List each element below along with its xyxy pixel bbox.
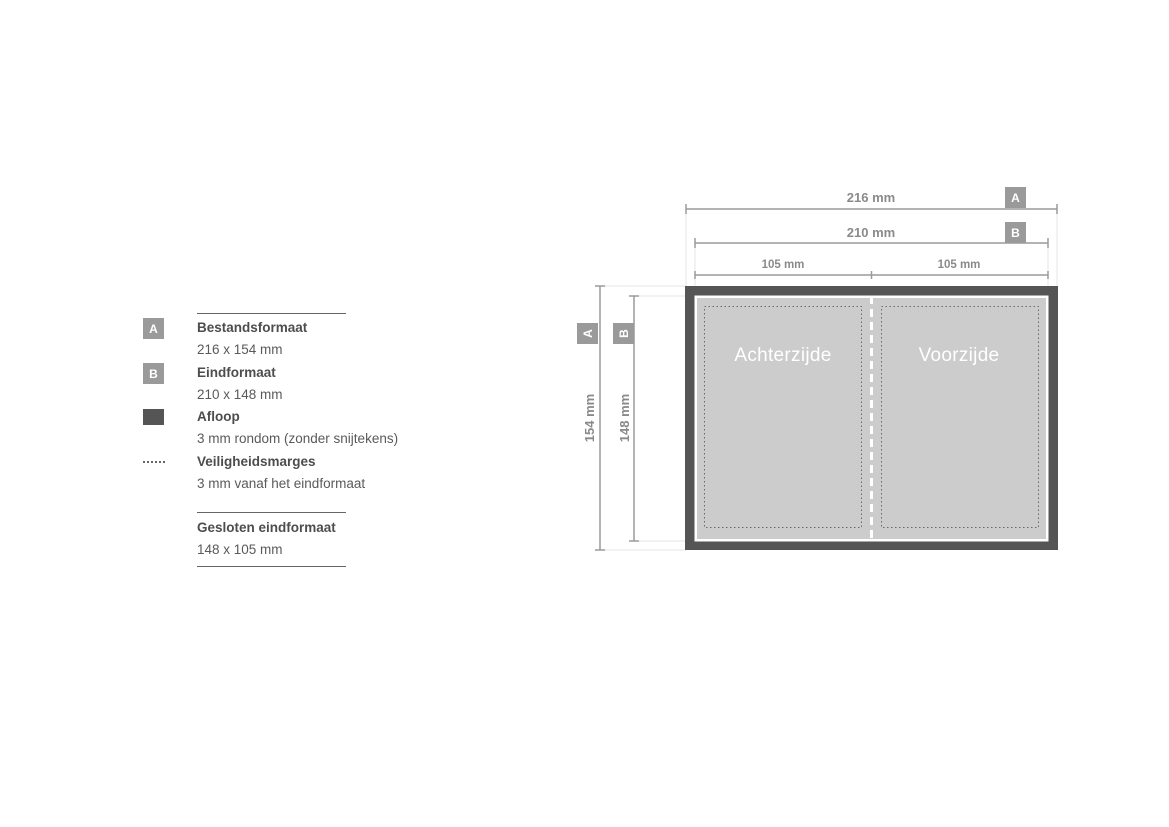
legend-title-afloop: Afloop: [197, 409, 240, 424]
legend-badge-a: A: [143, 318, 164, 339]
width-b-label: 210 mm: [846, 225, 896, 240]
panel-label-achterzijde: Achterzijde: [734, 345, 832, 366]
badge-b-top: B: [1005, 222, 1026, 243]
panel-label-voorzijde: Voorzijde: [918, 345, 1000, 366]
legend-badge-b: B: [143, 363, 164, 384]
width-a-label: 216 mm: [846, 190, 896, 205]
legend-title-veiligheidsmarges: Veiligheidsmarges: [197, 454, 316, 469]
safety-margin-left: [704, 306, 862, 528]
badge-a-side: A: [577, 323, 598, 344]
legend-safety-dots: [143, 461, 165, 463]
legend-bleed-swatch: [143, 409, 164, 425]
legend-desc-veiligheidsmarges: 3 mm vanaf het eindformaat: [197, 476, 366, 491]
legend-top-rule: [197, 313, 346, 314]
legend-title-gesloten: Gesloten eindformaat: [197, 520, 336, 535]
legend-bottom-rule: [197, 566, 346, 567]
legend-mid-rule: [197, 512, 346, 513]
legend-desc-bestandsformaat: 216 x 154 mm: [197, 342, 283, 357]
height-a-label: 154 mm: [582, 393, 597, 443]
legend-desc-gesloten: 148 x 105 mm: [197, 542, 283, 557]
half-right-label: 105 mm: [937, 259, 981, 271]
height-b-label: 148 mm: [617, 393, 632, 443]
half-left-label: 105 mm: [761, 259, 805, 271]
badge-a-top: A: [1005, 187, 1026, 208]
badge-b-side: B: [613, 323, 634, 344]
legend-desc-afloop: 3 mm rondom (zonder snijtekens): [197, 431, 399, 446]
legend-desc-eindformaat: 210 x 148 mm: [197, 387, 283, 402]
legend-title-eindformaat: Eindformaat: [197, 365, 276, 380]
legend-title-bestandsformaat: Bestandsformaat: [197, 320, 308, 335]
safety-margin-right: [881, 306, 1039, 528]
